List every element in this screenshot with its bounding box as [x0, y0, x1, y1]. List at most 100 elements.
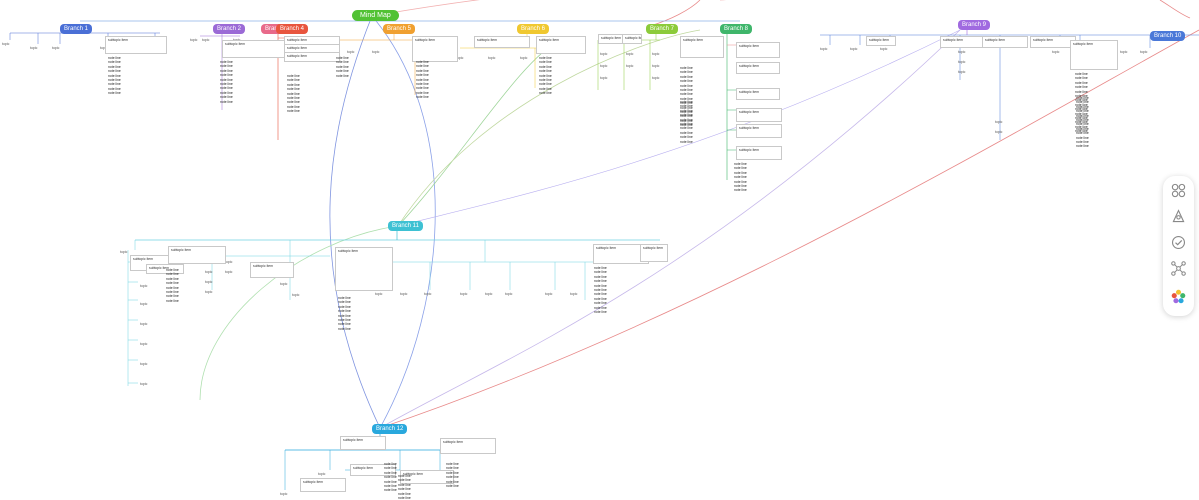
leaf-topic[interactable]: topic: [140, 342, 148, 346]
subtopic-card[interactable]: subtopic item: [474, 36, 530, 48]
leaf-topic[interactable]: topic: [120, 250, 128, 254]
leaf-topic[interactable]: topic: [600, 64, 608, 68]
subtopic-card[interactable]: subtopic item: [105, 36, 167, 54]
leaf-topic[interactable]: topic: [202, 38, 210, 42]
leaf-topic[interactable]: topic: [225, 260, 233, 264]
leaf-topic[interactable]: topic: [652, 76, 660, 80]
subtopic-card[interactable]: subtopic item: [146, 264, 184, 274]
leaf-topic[interactable]: topic: [505, 292, 513, 296]
subtopic-card[interactable]: subtopic item: [440, 438, 496, 454]
subtopic-card[interactable]: subtopic item: [284, 52, 340, 62]
subtopic-card[interactable]: subtopic item: [622, 34, 642, 44]
branch-node-6[interactable]: Branch 6: [517, 24, 550, 34]
leaf-topic[interactable]: topic: [140, 302, 148, 306]
leaf-topic[interactable]: topic: [140, 322, 148, 326]
subtopic-card[interactable]: subtopic item: [736, 62, 780, 74]
leaf-topic[interactable]: topic: [318, 472, 326, 476]
branch-node-8[interactable]: Branch 8: [720, 24, 753, 34]
subtopic-card[interactable]: subtopic item: [680, 36, 724, 58]
subtopic-card[interactable]: subtopic item: [350, 464, 396, 476]
subtopic-card[interactable]: subtopic item: [400, 470, 454, 484]
root-node[interactable]: Mind Map: [352, 10, 399, 21]
leaf-topic[interactable]: topic: [958, 70, 966, 74]
leaf-topic[interactable]: topic: [280, 492, 288, 496]
branch-node-4[interactable]: Branch 4: [276, 24, 309, 34]
leaf-topic[interactable]: topic: [292, 293, 300, 297]
leaf-topic[interactable]: topic: [995, 120, 1003, 124]
color-palette-icon[interactable]: [1170, 288, 1187, 305]
subtopic-card[interactable]: subtopic item: [940, 36, 986, 48]
leaf-topic[interactable]: topic: [52, 46, 60, 50]
leaf-topic[interactable]: topic: [626, 52, 634, 56]
leaf-topic[interactable]: topic: [372, 50, 380, 54]
leaf-topic[interactable]: topic: [460, 292, 468, 296]
leaf-topic[interactable]: topic: [1120, 50, 1128, 54]
leaf-topic[interactable]: topic: [225, 270, 233, 274]
leaf-topic[interactable]: topic: [995, 130, 1003, 134]
subtopic-card[interactable]: subtopic item: [340, 436, 386, 450]
branch-node-10[interactable]: Branch 10: [1150, 31, 1186, 41]
subtopic-card[interactable]: subtopic item: [736, 88, 780, 100]
subtopic-card[interactable]: subtopic item: [866, 36, 896, 46]
leaf-topic[interactable]: topic: [205, 290, 213, 294]
check-icon[interactable]: [1170, 234, 1187, 251]
leaf-topic[interactable]: topic: [375, 292, 383, 296]
leaf-topic[interactable]: topic: [600, 52, 608, 56]
branch-node-7[interactable]: Branch 7: [646, 24, 679, 34]
subtopic-card[interactable]: subtopic item: [1070, 40, 1118, 70]
leaf-topic[interactable]: topic: [347, 50, 355, 54]
leaf-topic[interactable]: topic: [190, 38, 198, 42]
branch-node-12[interactable]: Branch 12: [372, 424, 408, 434]
subtopic-card[interactable]: subtopic item: [412, 36, 458, 62]
subtopic-card[interactable]: subtopic item: [736, 146, 782, 160]
branch-node-1[interactable]: Branch 1: [60, 24, 93, 34]
leaf-topic[interactable]: topic: [520, 56, 528, 60]
leaf-topic[interactable]: topic: [626, 64, 634, 68]
leaf-topic[interactable]: topic: [820, 47, 828, 51]
branch-node-5[interactable]: Branch 5: [383, 24, 416, 34]
subtopic-card[interactable]: subtopic item: [300, 478, 346, 492]
leaf-topic[interactable]: topic: [570, 292, 578, 296]
branch-node-9[interactable]: Branch 9: [958, 20, 991, 30]
leaf-topic[interactable]: topic: [652, 52, 660, 56]
branch-node-11[interactable]: Branch 11: [388, 221, 423, 231]
subtopic-card[interactable]: subtopic item: [222, 40, 286, 58]
leaf-topic[interactable]: topic: [456, 56, 464, 60]
template-icon[interactable]: [1170, 182, 1187, 199]
leaf-topic[interactable]: topic: [958, 60, 966, 64]
subtopic-card[interactable]: subtopic item: [736, 124, 782, 138]
leaf-topic[interactable]: topic: [280, 282, 288, 286]
branch-node-2[interactable]: Branch 2: [213, 24, 246, 34]
leaf-topic[interactable]: topic: [400, 292, 408, 296]
subtopic-card[interactable]: subtopic item: [536, 36, 586, 54]
leaf-topic[interactable]: topic: [424, 292, 432, 296]
leaf-topic[interactable]: topic: [140, 362, 148, 366]
subtopic-card[interactable]: subtopic item: [168, 246, 226, 264]
leaf-topic[interactable]: topic: [140, 382, 148, 386]
leaf-topic[interactable]: topic: [545, 292, 553, 296]
leaf-topic[interactable]: topic: [205, 280, 213, 284]
leaf-topic[interactable]: topic: [30, 46, 38, 50]
leaf-topic[interactable]: topic: [1140, 50, 1148, 54]
structure-icon[interactable]: [1170, 260, 1187, 277]
leaf-topic[interactable]: topic: [140, 284, 148, 288]
leaf-topic[interactable]: topic: [880, 47, 888, 51]
leaf-topic[interactable]: topic: [488, 56, 496, 60]
subtopic-card[interactable]: subtopic item: [640, 244, 668, 262]
subtopic-card[interactable]: subtopic item: [736, 42, 780, 58]
leaf-topic[interactable]: topic: [600, 76, 608, 80]
subtopic-card[interactable]: subtopic item: [250, 262, 294, 278]
style-icon[interactable]: [1170, 208, 1187, 225]
subtopic-card[interactable]: subtopic item: [982, 36, 1028, 48]
leaf-topic[interactable]: topic: [958, 50, 966, 54]
leaf-topic[interactable]: topic: [485, 292, 493, 296]
leaf-topic[interactable]: topic: [2, 42, 10, 46]
leaf-topic[interactable]: topic: [652, 64, 660, 68]
subtopic-card[interactable]: subtopic item: [335, 247, 393, 291]
leaf-topic[interactable]: topic: [850, 47, 858, 51]
subtopic-card[interactable]: subtopic item: [736, 108, 782, 122]
leaf-topic[interactable]: topic: [1052, 50, 1060, 54]
leaf-topic[interactable]: topic: [100, 46, 108, 50]
leaf-topic[interactable]: topic: [205, 270, 213, 274]
